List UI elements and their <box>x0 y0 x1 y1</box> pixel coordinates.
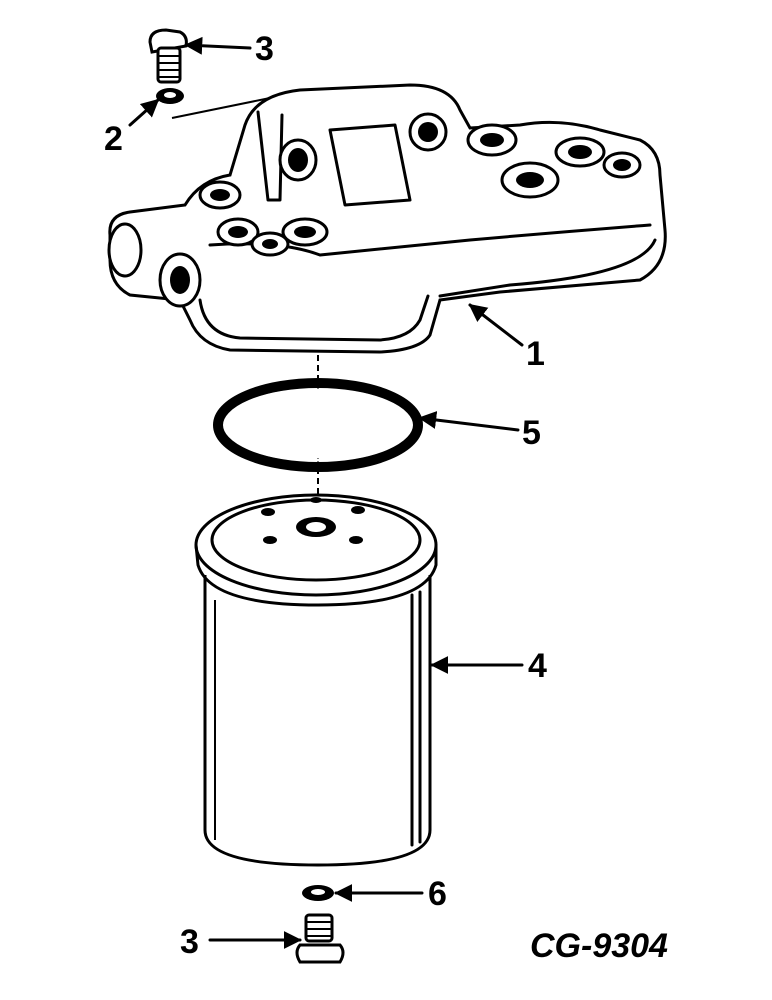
washer-part <box>156 88 184 104</box>
filter-head-part <box>107 83 667 354</box>
callout-label-drain-seal: 6 <box>428 875 447 913</box>
callout-label-drain-plug: 3 <box>180 923 199 961</box>
bolt-top-part <box>148 28 188 84</box>
drain-plug-part <box>295 913 345 964</box>
callout-label-filter-head: 1 <box>526 335 545 373</box>
filter-element-part <box>194 493 438 867</box>
seal-ring-part <box>213 378 423 472</box>
callout-label-seal-ring: 5 <box>522 414 541 452</box>
callout-label-filter-element: 4 <box>528 647 547 685</box>
callout-label-bolt-top: 3 <box>255 30 274 68</box>
drain-seal-part <box>302 885 334 901</box>
figure-code: CG-9304 <box>530 927 668 965</box>
callout-label-washer: 2 <box>104 120 123 158</box>
